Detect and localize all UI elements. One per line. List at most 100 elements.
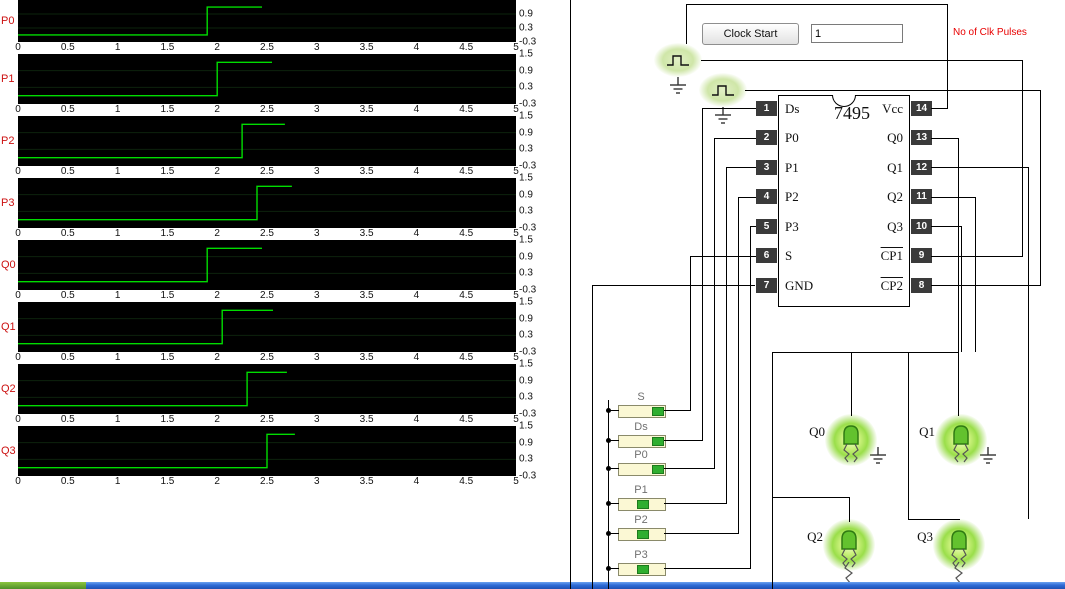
x-tick-label: 3.5 <box>359 166 374 177</box>
switch-label-ds: Ds <box>634 421 648 433</box>
wire <box>664 568 751 569</box>
x-tick-label: 3.5 <box>359 104 374 115</box>
y-tick-label: 0.3 <box>519 143 533 155</box>
junction-dot <box>606 408 611 413</box>
x-tick-label: 4 <box>413 352 420 363</box>
pin-number: 3 <box>756 160 777 175</box>
waveform-plot-q1 <box>18 302 516 353</box>
x-tick-label: 2.5 <box>260 166 274 177</box>
switch-knob[interactable] <box>652 407 664 416</box>
wire <box>931 256 1023 257</box>
lead-squiggle-icon <box>844 562 853 585</box>
switch-label-p1: P1 <box>634 484 648 496</box>
switch-p2[interactable] <box>618 528 666 541</box>
x-tick-label: 3 <box>314 42 320 53</box>
wire <box>608 503 619 504</box>
led-label-q2: Q2 <box>807 529 823 544</box>
x-tick-label: 4.5 <box>459 414 474 425</box>
switch-knob[interactable] <box>637 500 649 509</box>
wire <box>931 167 1028 168</box>
switch-ds[interactable] <box>618 435 666 448</box>
wire <box>570 0 571 589</box>
x-tick-label: 4.5 <box>459 166 474 177</box>
ground-icon <box>670 77 686 94</box>
wire <box>608 568 619 569</box>
pin-number: 11 <box>911 189 932 204</box>
x-tick-label: 0 <box>15 228 21 239</box>
x-tick-label: 2.5 <box>260 476 274 487</box>
wire <box>592 285 755 286</box>
waveform-plot-p2 <box>18 116 516 167</box>
pin-label: Q1 <box>887 160 903 175</box>
wire <box>851 352 852 416</box>
junction-dot <box>606 466 611 471</box>
clk-pulses-input[interactable] <box>811 24 903 43</box>
pin-label: P1 <box>785 160 799 175</box>
wire <box>664 533 739 534</box>
start-button-edge[interactable] <box>0 582 86 589</box>
x-tick-label: 4 <box>413 42 420 53</box>
led-icon <box>953 425 969 463</box>
pin-label: Ds <box>785 101 800 116</box>
wire <box>745 90 1040 91</box>
switch-knob[interactable] <box>637 565 649 574</box>
switch-knob[interactable] <box>637 530 649 539</box>
pin-number: 4 <box>756 189 777 204</box>
x-tick-label: 5 <box>513 42 519 53</box>
switch-knob[interactable] <box>652 465 664 474</box>
led-icon <box>843 425 859 463</box>
y-tick-label: 1.5 <box>519 110 533 122</box>
x-tick-label: 3 <box>314 104 320 115</box>
y-tick-label: 0.3 <box>519 453 533 465</box>
wire <box>608 440 619 441</box>
pin-number: 13 <box>911 130 932 145</box>
switch-p0[interactable] <box>618 463 666 476</box>
x-tick-label: 2 <box>214 476 220 487</box>
wire <box>664 440 703 441</box>
y-tick-label: -0.3 <box>519 284 537 296</box>
waveform-plot-p1 <box>18 54 516 105</box>
pin-label: Q3 <box>887 219 903 234</box>
junction-dot <box>606 566 611 571</box>
wire <box>664 410 691 411</box>
x-tick-label: 0.5 <box>60 42 75 53</box>
y-tick-label: 0.3 <box>519 329 533 341</box>
y-tick-label: 0.9 <box>519 313 533 325</box>
x-tick-label: 2 <box>214 290 220 301</box>
switch-p1[interactable] <box>618 498 666 511</box>
x-tick-label: 1.5 <box>160 476 175 487</box>
pin-label: Q0 <box>887 130 903 145</box>
switch-p3[interactable] <box>618 563 666 576</box>
x-tick-label: 1 <box>114 104 121 115</box>
ground-icon <box>870 447 886 464</box>
switch-s[interactable] <box>618 405 666 418</box>
x-tick-label: 3.5 <box>359 290 374 301</box>
pin-label: Vcc <box>882 101 903 116</box>
pin-label: P0 <box>785 130 799 145</box>
x-tick-label: 2 <box>214 104 220 115</box>
x-tick-label: 2.5 <box>260 290 274 301</box>
wire <box>608 533 619 534</box>
pin-number: 2 <box>756 130 777 145</box>
x-tick-label: 1 <box>114 166 121 177</box>
wire <box>702 108 756 109</box>
x-tick-label: 1.5 <box>160 42 175 53</box>
clk-pulses-label: No of Clk Pulses <box>953 27 1027 38</box>
clock-pulse-icon <box>712 84 734 96</box>
wire <box>975 197 976 352</box>
wire <box>686 4 948 5</box>
wire <box>1022 60 1023 256</box>
pin-number: 14 <box>911 101 932 116</box>
switch-knob[interactable] <box>652 437 664 446</box>
clock-start-button[interactable]: Clock Start <box>702 23 799 45</box>
wire <box>714 138 756 139</box>
wire <box>690 256 756 257</box>
pin-label: CP2 <box>880 278 903 293</box>
x-tick-label: 4.5 <box>459 104 474 115</box>
